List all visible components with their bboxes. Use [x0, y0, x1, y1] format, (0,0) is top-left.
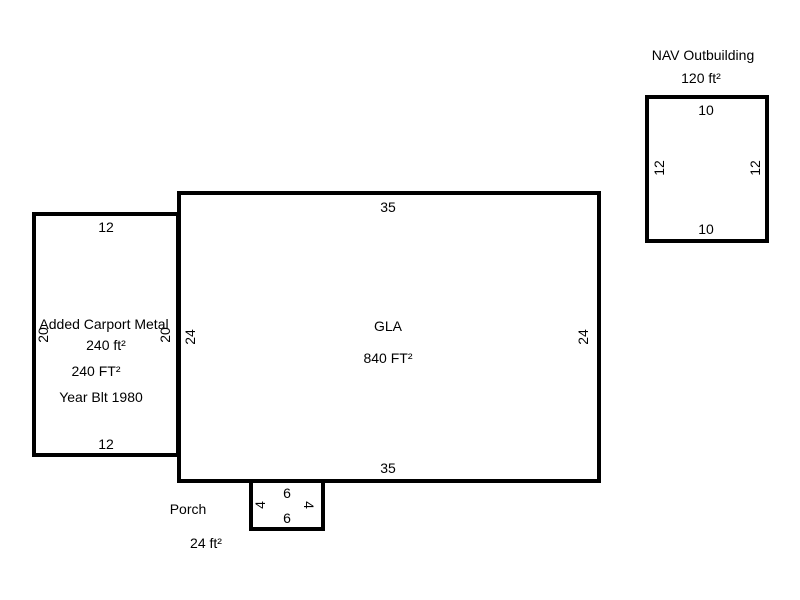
outbuilding-area-label: 120 ft² — [681, 70, 721, 86]
gla-right-dim: 24 — [575, 329, 591, 345]
porch-label: Porch — [170, 501, 207, 517]
porch-outline — [249, 479, 325, 531]
outbuilding-outline — [645, 95, 769, 243]
carport-area-ft: 240 ft² — [86, 337, 126, 353]
gla-bottom-dim: 35 — [380, 460, 396, 476]
carport-area: 12 12 20 20 Added Carport Metal 240 ft² … — [32, 212, 180, 457]
outbuilding-label: NAV Outbuilding — [652, 47, 754, 63]
gla-label: GLA — [374, 318, 403, 334]
carport-year-built: Year Blt 1980 — [59, 389, 143, 405]
carport-left-dim: 20 — [35, 327, 51, 343]
carport-outline — [32, 212, 180, 457]
gla-top-dim: 35 — [380, 199, 396, 215]
porch-area: 6 6 4 4 Porch 24 ft² — [170, 479, 325, 551]
carport-right-dim: 20 — [157, 327, 173, 343]
outbuilding-area: NAV Outbuilding 120 ft² 10 10 12 12 — [645, 47, 769, 243]
carport-top-dim: 12 — [98, 219, 114, 235]
porch-right-dim: 4 — [301, 501, 317, 509]
carport-label: Added Carport Metal — [39, 316, 168, 332]
carport-area-FT: 240 FT² — [71, 363, 120, 379]
outbuilding-top-dim: 10 — [698, 102, 714, 118]
gla-area: 35 35 24 24 GLA 840 FT² — [177, 191, 601, 483]
gla-left-dim: 24 — [182, 329, 198, 345]
porch-area-label: 24 ft² — [190, 535, 222, 551]
outbuilding-right-dim: 12 — [747, 160, 763, 176]
outbuilding-left-dim: 12 — [651, 160, 667, 176]
porch-top-dim: 6 — [283, 485, 291, 501]
gla-outline — [177, 191, 601, 483]
outbuilding-bottom-dim: 10 — [698, 221, 714, 237]
carport-bottom-dim: 12 — [98, 436, 114, 452]
porch-bottom-dim: 6 — [283, 510, 291, 526]
porch-left-dim: 4 — [252, 501, 268, 509]
gla-area-label: 840 FT² — [363, 350, 412, 366]
